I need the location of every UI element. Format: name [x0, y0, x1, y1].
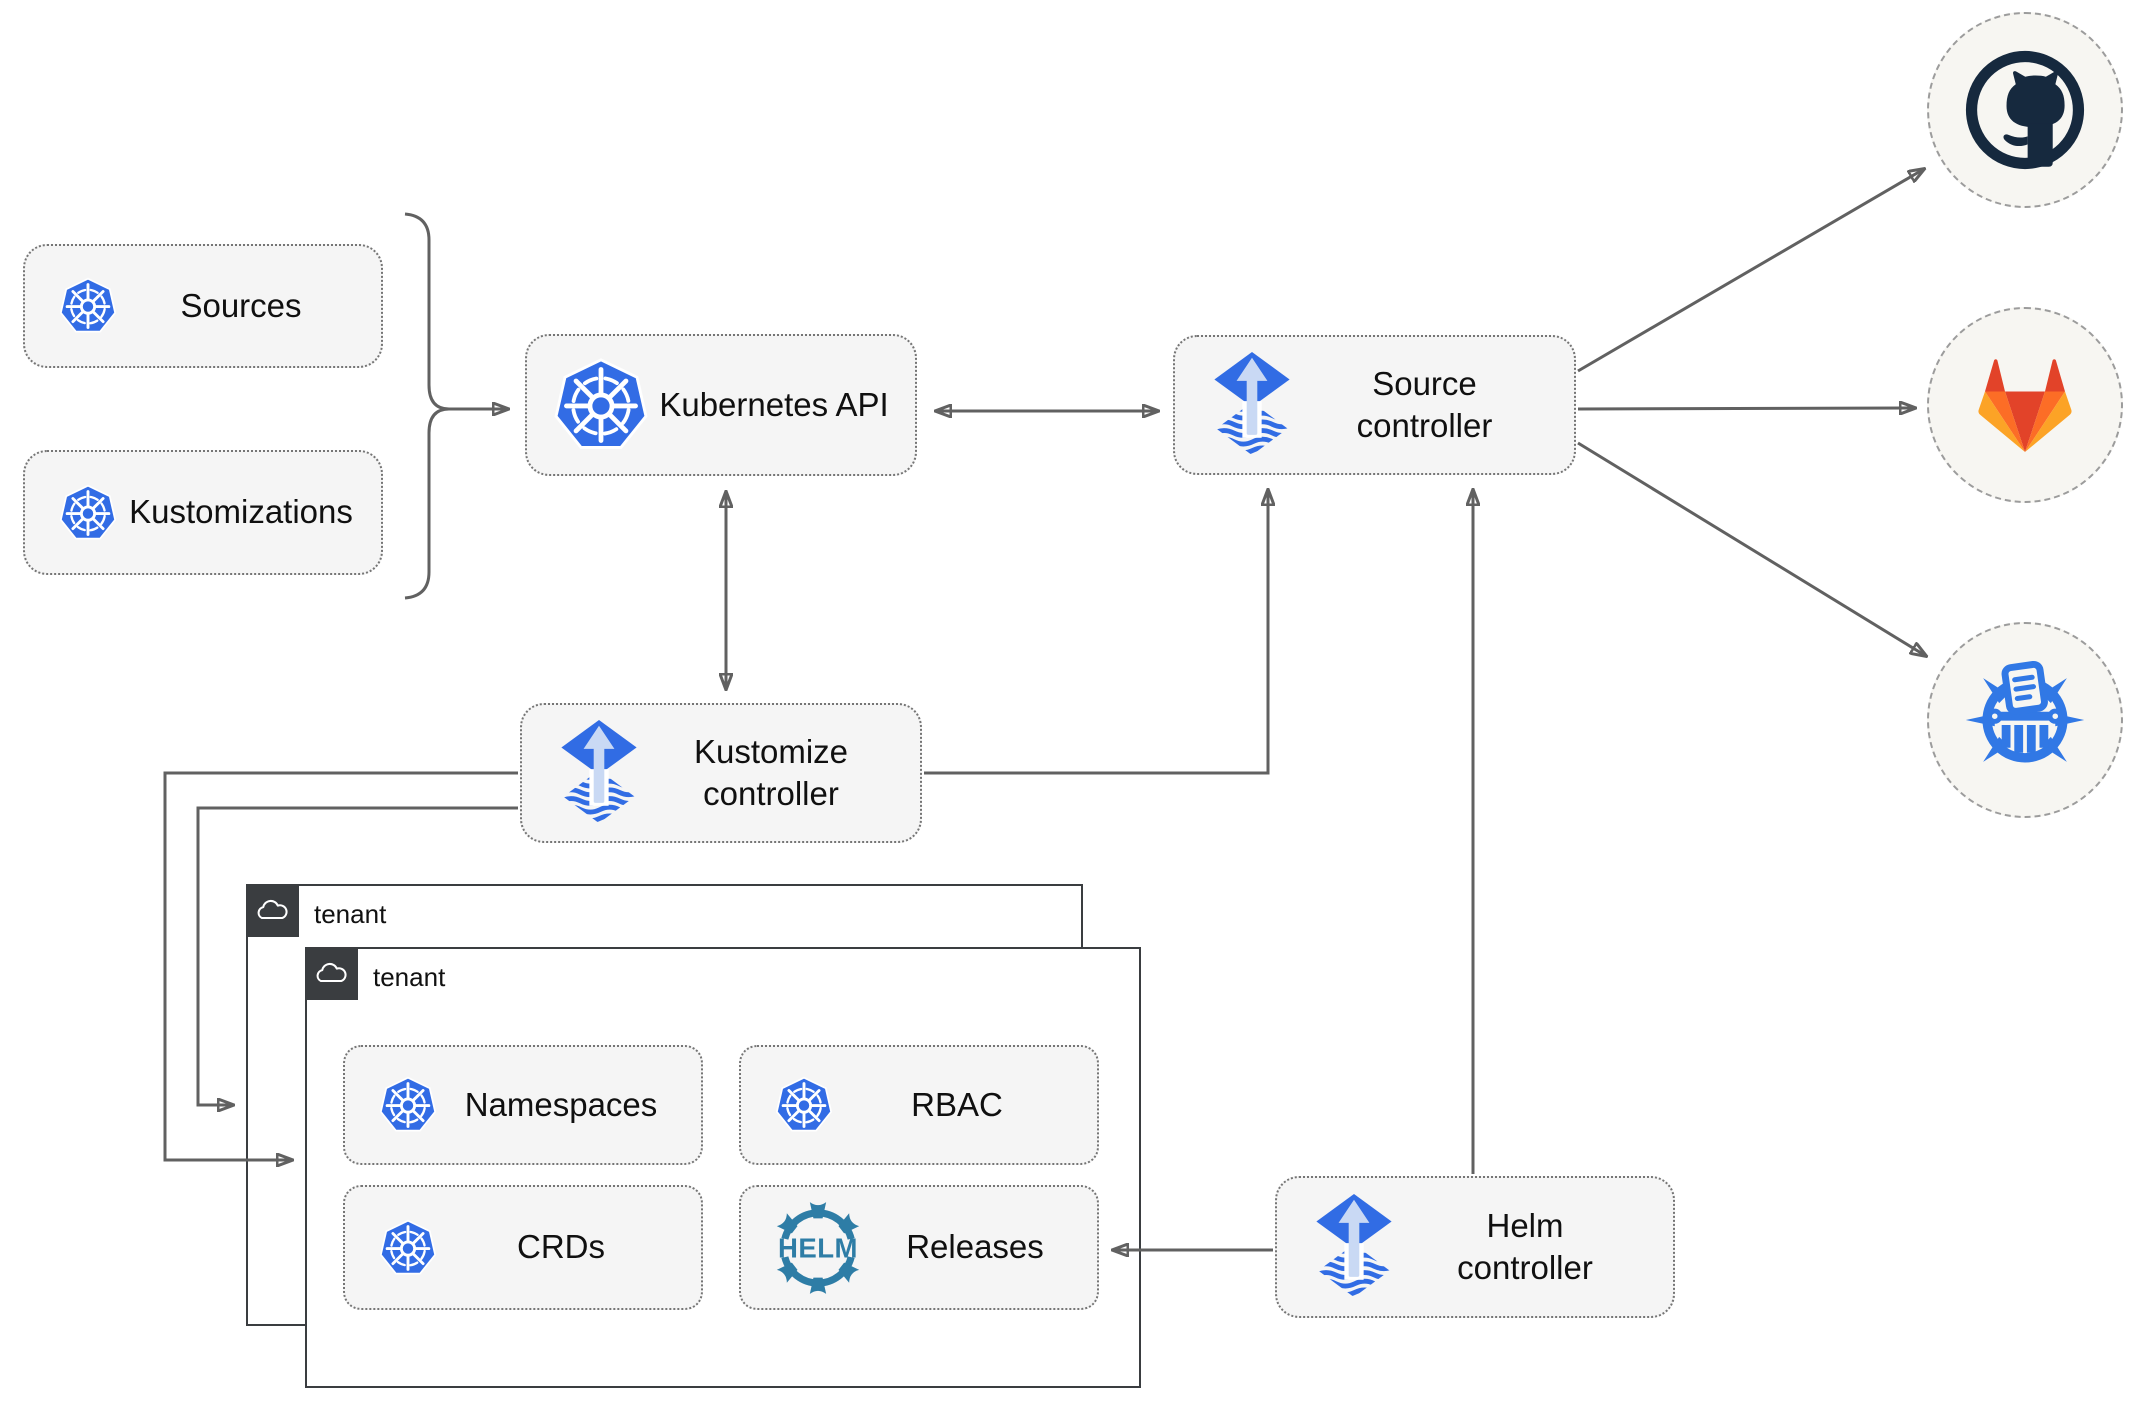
namespaces-node: Namespaces	[343, 1045, 703, 1165]
gitlab-endpoint	[1927, 307, 2123, 503]
kustomizations-node: Kustomizations	[23, 450, 383, 575]
rbac-label: RBAC	[911, 1085, 1003, 1123]
helm-controller-node: Helm controller	[1275, 1176, 1675, 1318]
harbor-registry-icon	[1962, 657, 2088, 783]
sources-label: Sources	[180, 286, 302, 324]
sources-bracket	[404, 212, 450, 600]
source-controller-label-line2: controller	[1356, 407, 1493, 444]
helm-icon	[767, 1197, 869, 1299]
cloud-icon	[315, 959, 347, 987]
kustomizations-label: Kustomizations	[129, 493, 353, 531]
kubernetes-icon	[379, 1219, 437, 1277]
helm-controller-label: Helm controller	[1393, 1205, 1673, 1289]
github-endpoint	[1927, 12, 2123, 208]
kubernetes-icon	[59, 277, 117, 335]
cloud-icon	[256, 896, 288, 924]
helm-controller-label-line2: controller	[1457, 1249, 1593, 1286]
kustomize-controller-label: Kustomize controller	[638, 731, 920, 815]
kubernetes-api-node: Kubernetes API	[525, 334, 917, 476]
registry-endpoint	[1927, 622, 2123, 818]
sources-node: Sources	[23, 244, 383, 368]
kubernetes-icon	[553, 357, 649, 453]
source-controller-label: Source controller	[1291, 363, 1574, 447]
crds-node: CRDs	[343, 1185, 703, 1310]
tenant-inner-group: tenant	[304, 946, 1141, 1388]
kubernetes-icon	[59, 484, 117, 542]
kubernetes-icon	[379, 1076, 437, 1134]
kustomize-controller-label-line2: controller	[703, 775, 839, 812]
kubernetes-api-label: Kubernetes API	[659, 385, 889, 423]
tenant-outer-label: tenant	[314, 899, 387, 929]
rbac-node: RBAC	[739, 1045, 1099, 1165]
kubernetes-icon	[775, 1076, 833, 1134]
connector-source-controller-registry	[1577, 441, 1926, 656]
helm-controller-label-line1: Helm	[1486, 1206, 1564, 1244]
gitlab-fox-icon	[1971, 355, 2079, 455]
releases-node: Releases	[739, 1185, 1099, 1310]
connector-source-controller-github	[1577, 169, 1924, 373]
source-controller-label-line1: Source	[1372, 364, 1477, 402]
source-controller-node: Source controller	[1173, 335, 1576, 475]
flux-icon	[1315, 1193, 1393, 1301]
flux-icon	[560, 719, 638, 827]
flux-icon	[1213, 351, 1291, 459]
connector-kustomize-controller-source-controller	[924, 490, 1268, 775]
tenant-inner-label: tenant	[373, 962, 446, 992]
tenant-outer-tab	[245, 883, 299, 937]
kustomize-controller-node: Kustomize controller	[520, 703, 922, 843]
github-octocat-icon	[1959, 44, 2091, 176]
connector-source-controller-gitlab	[1577, 408, 1915, 409]
kustomize-controller-label-line1: Kustomize	[693, 732, 849, 770]
releases-label: Releases	[906, 1228, 1044, 1266]
namespaces-label: Namespaces	[464, 1085, 658, 1123]
crds-label: CRDs	[517, 1228, 605, 1266]
tenant-inner-tab	[304, 946, 358, 1000]
